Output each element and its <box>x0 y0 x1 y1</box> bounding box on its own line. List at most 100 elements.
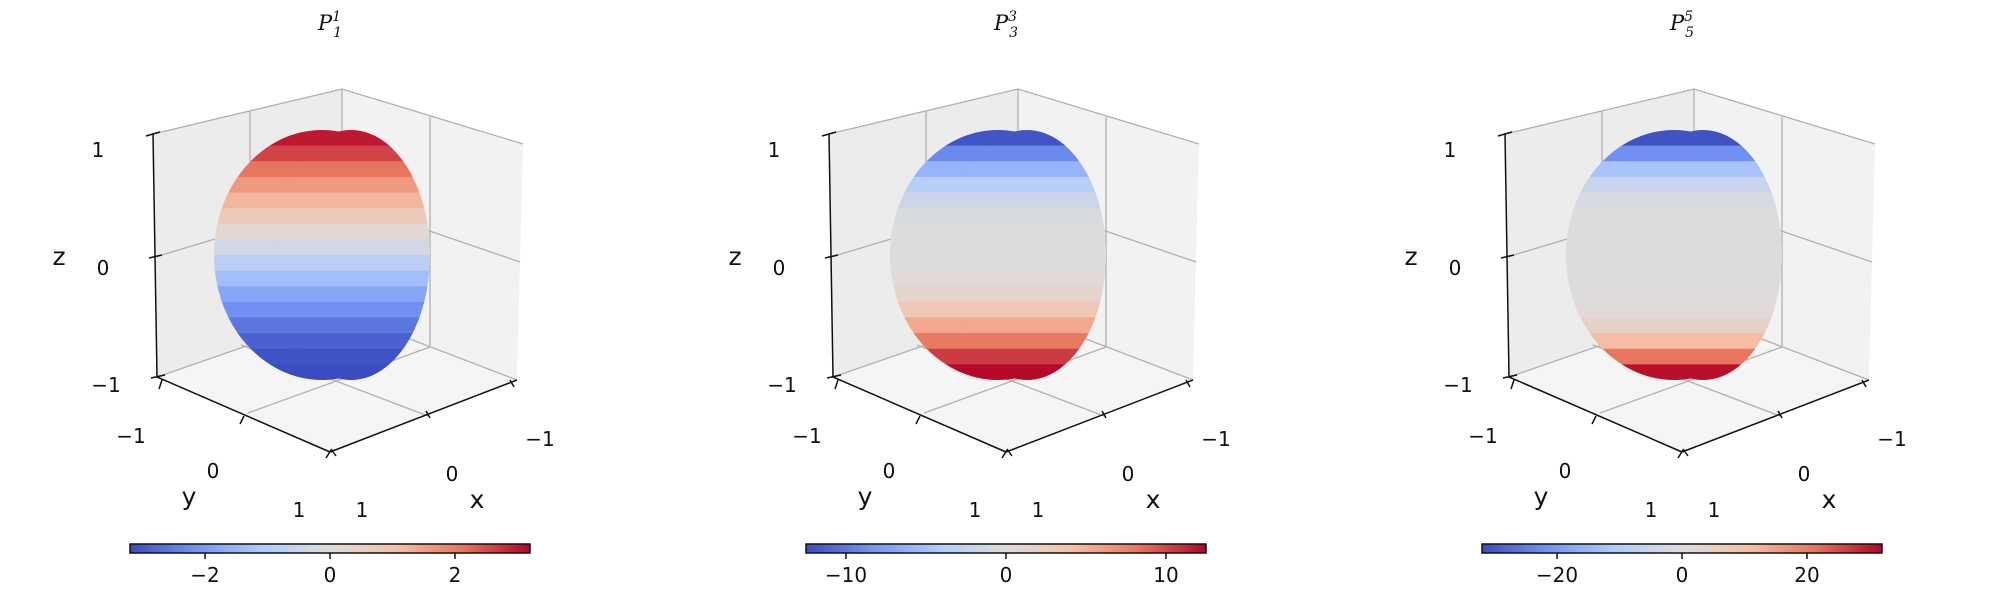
x-tick-label: 1 <box>1032 498 1045 522</box>
surface-band <box>1624 239 1782 256</box>
surface-band <box>272 208 430 225</box>
tick-labels: 1 0 −1 −1 0 1 1 0 −1 <box>91 138 554 522</box>
y-tick-label: 0 <box>883 459 896 483</box>
y-tick-label: −1 <box>116 424 145 448</box>
colorbar-tick-label: 0 <box>1676 563 1689 587</box>
surface-band <box>1624 192 1782 209</box>
z-tick-label: −1 <box>1443 373 1472 397</box>
surface-band <box>272 161 430 178</box>
surface-band <box>1624 270 1782 287</box>
colorbar: −20 0 20 <box>1481 543 1883 587</box>
surface-band <box>272 192 430 209</box>
colorbar-tick-label: −20 <box>1536 563 1578 587</box>
z-axis-label: z <box>1404 242 1417 271</box>
tick-marks <box>821 131 1191 459</box>
x-tick-label: 0 <box>1122 462 1135 486</box>
tick-labels: 1 0 −1 −1 0 1 1 0 −1 <box>767 138 1230 522</box>
surface-band <box>948 239 1106 256</box>
surface-band <box>1624 223 1782 240</box>
x-tick-label: 1 <box>1708 498 1721 522</box>
colorbar-tick-label: 20 <box>1794 563 1819 587</box>
colorbar-tick-label: 2 <box>449 563 462 587</box>
y-axis-label: y <box>858 482 873 511</box>
z-tick-label: 0 <box>773 256 786 280</box>
y-axis-line <box>832 376 1007 453</box>
surface-band <box>1624 333 1782 350</box>
colorbar-tick-label: 10 <box>1153 563 1178 587</box>
surface-band <box>272 317 430 334</box>
surface-band <box>948 145 1106 162</box>
surface-band <box>948 176 1106 194</box>
x-tick-label: 1 <box>356 498 369 522</box>
y-axis-label: y <box>182 482 197 511</box>
x-tick-label: 0 <box>446 462 459 486</box>
surface-band <box>1624 348 1782 365</box>
surface-band <box>948 223 1106 240</box>
tick-labels: 1 0 −1 −1 0 1 1 0 −1 <box>1443 138 1906 522</box>
z-axis-line <box>152 133 158 378</box>
colorbar-tick-label: −2 <box>190 563 219 587</box>
surface-band <box>948 317 1106 334</box>
colorbar-tick-label: 0 <box>1000 563 1013 587</box>
z-axis-label: z <box>728 242 741 271</box>
z-tick-label: 1 <box>92 138 105 162</box>
y-axis-line <box>1508 376 1683 453</box>
colorbar-gradient <box>1482 544 1882 553</box>
surface-band <box>272 301 430 319</box>
surface-band <box>272 348 430 365</box>
y-tick-label: −1 <box>1468 424 1497 448</box>
surface-band <box>1624 286 1782 303</box>
surface-band <box>948 255 1106 272</box>
colorbar-gradient <box>130 544 530 553</box>
y-tick-label: 0 <box>207 459 220 483</box>
y-axis-label: y <box>1534 482 1549 511</box>
colorbar-tick-label: 0 <box>324 563 337 587</box>
x-tick-label: −1 <box>1201 427 1230 451</box>
z-tick-label: −1 <box>767 373 796 397</box>
surface-band <box>1624 255 1782 272</box>
surface-band <box>272 333 430 350</box>
tick-marks <box>1497 131 1867 459</box>
z-tick-label: −1 <box>91 373 120 397</box>
x-axis-line <box>1005 379 1194 453</box>
colorbar-gradient <box>806 544 1206 553</box>
z-tick-label: 0 <box>97 256 110 280</box>
z-axis-label: z <box>52 242 65 271</box>
surface-band <box>272 255 430 272</box>
surface-band <box>948 301 1106 319</box>
surface-band <box>948 270 1106 287</box>
surface-band <box>1624 317 1782 334</box>
x-axis-line <box>329 379 518 453</box>
y-tick-label: 1 <box>969 498 982 522</box>
surface-band <box>948 161 1106 178</box>
surface-band <box>948 286 1106 303</box>
y-tick-label: 1 <box>293 498 306 522</box>
z-tick-label: 1 <box>768 138 781 162</box>
x-axis-label: x <box>1146 485 1161 514</box>
x-tick-label: 0 <box>1798 462 1811 486</box>
surface-band <box>272 176 430 194</box>
surface-band <box>272 270 430 287</box>
surface-band <box>948 192 1106 209</box>
y-axis-line <box>156 376 331 453</box>
x-axis-line <box>1681 379 1870 453</box>
surface-band <box>948 333 1106 350</box>
z-axis-line <box>1504 133 1510 378</box>
surface-band <box>1624 301 1782 319</box>
z-axis-line <box>828 133 834 378</box>
surface-band <box>1624 161 1782 178</box>
surface-band <box>272 239 430 256</box>
surface-band <box>272 223 430 240</box>
y-tick-label: 0 <box>1559 459 1572 483</box>
tick-marks <box>145 131 515 459</box>
x-axis-label: x <box>470 485 485 514</box>
colorbar: −2 0 2 <box>129 543 531 587</box>
